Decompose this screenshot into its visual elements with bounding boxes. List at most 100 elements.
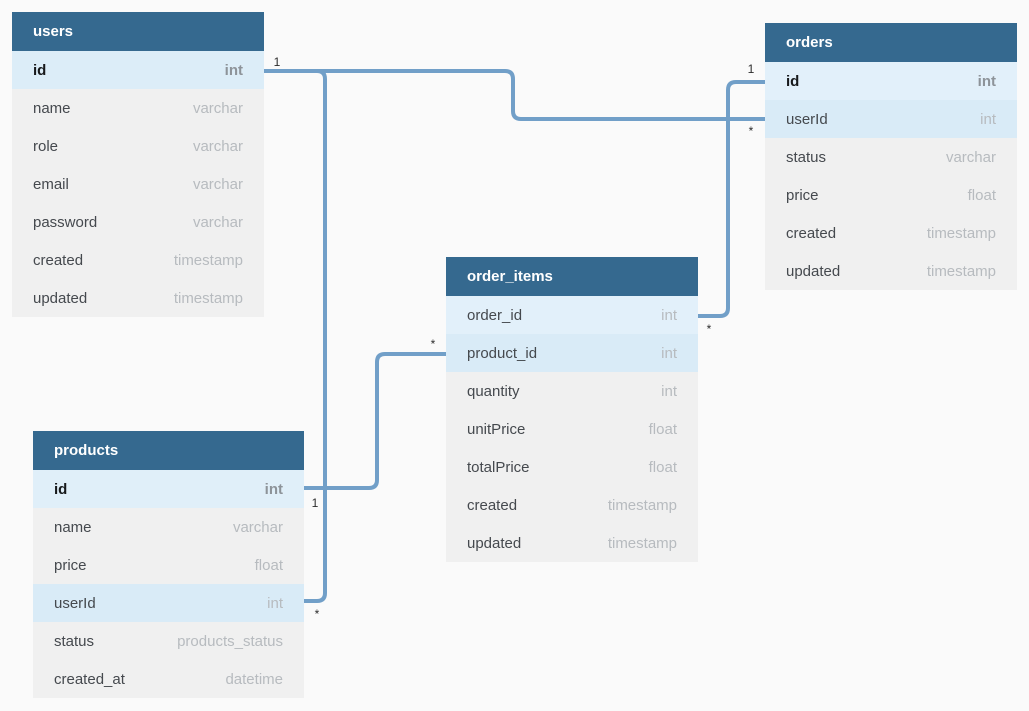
relation-line-orders.id-order_items.order_id xyxy=(698,80,765,318)
field-type: int xyxy=(980,110,996,128)
field-row-products-created_at[interactable]: created_at datetime xyxy=(33,660,304,698)
table-header[interactable]: users xyxy=(12,12,264,51)
field-type: float xyxy=(967,186,996,204)
field-row-order_items-created[interactable]: created timestamp xyxy=(446,486,698,524)
field-type: timestamp xyxy=(926,224,996,242)
field-name: updated xyxy=(467,534,522,552)
field-type: timestamp xyxy=(173,251,243,269)
field-name: id xyxy=(786,72,800,90)
table-order_items[interactable]: order_items order_id int product_id int … xyxy=(446,257,698,562)
field-type: int xyxy=(661,382,677,400)
field-type: products_status xyxy=(177,632,283,650)
field-row-users-role[interactable]: role varchar xyxy=(12,127,264,165)
field-type: varchar xyxy=(192,175,243,193)
field-name: price xyxy=(786,186,819,204)
cardinality-label: 1 xyxy=(273,55,281,69)
cardinality-label: * xyxy=(314,607,320,621)
field-type: int xyxy=(264,480,283,498)
table-rows: id int name varchar price float userId i… xyxy=(33,470,304,698)
field-name: quantity xyxy=(467,382,520,400)
field-row-users-updated[interactable]: updated timestamp xyxy=(12,279,264,317)
field-type: int xyxy=(224,61,243,79)
field-name: price xyxy=(54,556,87,574)
table-title: products xyxy=(54,442,119,459)
field-row-orders-updated[interactable]: updated timestamp xyxy=(765,252,1017,290)
field-row-orders-price[interactable]: price float xyxy=(765,176,1017,214)
field-row-users-email[interactable]: email varchar xyxy=(12,165,264,203)
field-row-order_items-totalPrice[interactable]: totalPrice float xyxy=(446,448,698,486)
field-row-products-name[interactable]: name varchar xyxy=(33,508,304,546)
field-type: int xyxy=(977,72,996,90)
table-rows: id int name varchar role varchar email v… xyxy=(12,51,264,317)
field-name: product_id xyxy=(467,344,538,362)
field-name: id xyxy=(33,61,47,79)
field-type: int xyxy=(661,306,677,324)
field-name: email xyxy=(33,175,69,193)
field-type: timestamp xyxy=(926,262,996,280)
table-orders[interactable]: orders id int userId int status varchar … xyxy=(765,23,1017,290)
field-type: varchar xyxy=(192,213,243,231)
table-header[interactable]: order_items xyxy=(446,257,698,296)
cardinality-label: 1 xyxy=(311,496,319,510)
field-name: updated xyxy=(786,262,841,280)
field-name: unitPrice xyxy=(467,420,526,438)
table-header[interactable]: products xyxy=(33,431,304,470)
field-type: float xyxy=(254,556,283,574)
table-title: order_items xyxy=(467,268,553,285)
field-row-products-price[interactable]: price float xyxy=(33,546,304,584)
field-name: name xyxy=(54,518,92,536)
relation-line-users.id-orders.userId xyxy=(264,69,765,121)
field-type: datetime xyxy=(225,670,283,688)
cardinality-label: * xyxy=(748,124,754,138)
field-row-orders-id[interactable]: id int xyxy=(765,62,1017,100)
field-row-products-userId[interactable]: userId int xyxy=(33,584,304,622)
cardinality-label: * xyxy=(706,322,712,336)
field-row-order_items-order_id[interactable]: order_id int xyxy=(446,296,698,334)
field-type: int xyxy=(661,344,677,362)
field-type: varchar xyxy=(192,99,243,117)
field-row-users-created[interactable]: created timestamp xyxy=(12,241,264,279)
table-title: users xyxy=(33,23,74,40)
field-row-orders-status[interactable]: status varchar xyxy=(765,138,1017,176)
table-rows: order_id int product_id int quantity int… xyxy=(446,296,698,562)
field-type: varchar xyxy=(945,148,996,166)
field-name: id xyxy=(54,480,68,498)
field-name: status xyxy=(54,632,95,650)
field-row-order_items-updated[interactable]: updated timestamp xyxy=(446,524,698,562)
cardinality-label: * xyxy=(430,337,436,351)
field-type: int xyxy=(267,594,283,612)
field-row-order_items-quantity[interactable]: quantity int xyxy=(446,372,698,410)
field-type: timestamp xyxy=(607,534,677,552)
field-row-users-id[interactable]: id int xyxy=(12,51,264,89)
field-type: varchar xyxy=(232,518,283,536)
cardinality-label: 1 xyxy=(747,62,755,76)
field-type: timestamp xyxy=(173,289,243,307)
table-users[interactable]: users id int name varchar role varchar e… xyxy=(12,12,264,317)
field-name: created_at xyxy=(54,670,125,688)
field-name: updated xyxy=(33,289,88,307)
field-name: userId xyxy=(54,594,96,612)
field-name: created xyxy=(33,251,84,269)
field-name: created xyxy=(467,496,518,514)
field-row-users-password[interactable]: password varchar xyxy=(12,203,264,241)
field-name: name xyxy=(33,99,71,117)
table-rows: id int userId int status varchar price f… xyxy=(765,62,1017,290)
field-row-users-name[interactable]: name varchar xyxy=(12,89,264,127)
field-row-products-id[interactable]: id int xyxy=(33,470,304,508)
table-title: orders xyxy=(786,34,833,51)
field-row-products-status[interactable]: status products_status xyxy=(33,622,304,660)
field-row-order_items-product_id[interactable]: product_id int xyxy=(446,334,698,372)
table-header[interactable]: orders xyxy=(765,23,1017,62)
relation-line-products.id-order_items.product_id xyxy=(304,352,446,490)
field-type: float xyxy=(648,420,677,438)
field-name: order_id xyxy=(467,306,523,324)
field-row-orders-created[interactable]: created timestamp xyxy=(765,214,1017,252)
field-name: created xyxy=(786,224,837,242)
field-row-order_items-unitPrice[interactable]: unitPrice float xyxy=(446,410,698,448)
table-products[interactable]: products id int name varchar price float… xyxy=(33,431,304,698)
field-name: userId xyxy=(786,110,828,128)
field-type: timestamp xyxy=(607,496,677,514)
field-name: password xyxy=(33,213,98,231)
field-row-orders-userId[interactable]: userId int xyxy=(765,100,1017,138)
